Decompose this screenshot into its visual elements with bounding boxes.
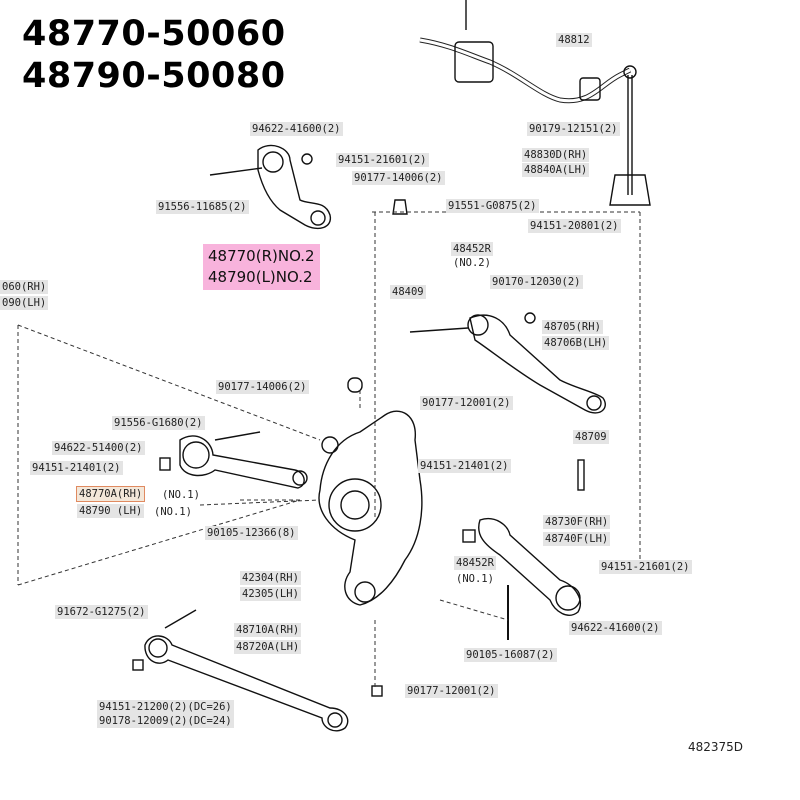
part-label: 42304(RH): [240, 571, 301, 585]
part-label: 48452R: [451, 242, 493, 256]
part-number-title-1: 48770-50060: [22, 14, 286, 54]
part-label: 42305(LH): [240, 587, 301, 601]
part-label: 90177-14006(2): [352, 171, 445, 185]
part-label: 090(LH): [0, 296, 49, 310]
part-label: 91556-11685(2): [156, 200, 249, 214]
part-label: (NO.2): [453, 257, 491, 269]
part-label: 90177-14006(2): [216, 380, 309, 394]
part-label: 94151-21401(2): [30, 461, 123, 475]
part-label: (NO.1): [154, 506, 192, 518]
part-label: 91556-G1680(2): [112, 416, 205, 430]
part-label: 91672-G1275(2): [55, 605, 148, 619]
part-label: 90105-12366(8): [205, 526, 298, 540]
part-label: 48705(RH): [542, 320, 603, 334]
part-label: 48710A(RH): [234, 623, 302, 637]
part-label: 48452R: [454, 556, 496, 570]
part-label: 94151-21401(2): [418, 459, 511, 473]
part-label: 48840A(LH): [522, 163, 590, 177]
part-label: 48830D(RH): [522, 148, 590, 162]
highlight-line-left: 48790(L)NO.2: [208, 268, 313, 286]
part-label: 48409: [390, 285, 426, 299]
highlighted-part-label: 48770(R)NO.2 48790(L)NO.2: [203, 244, 320, 290]
part-label: 48730F(RH): [543, 515, 611, 529]
part-label: 90178-12009(2)(DC=24): [97, 714, 234, 728]
part-label: 90177-12001(2): [405, 684, 498, 698]
part-label: 94151-21601(2): [336, 153, 429, 167]
part-label: 90177-12001(2): [420, 396, 513, 410]
part-label: 94151-20801(2): [528, 219, 621, 233]
part-label: 48740F(LH): [543, 532, 611, 546]
part-label: 90105-16087(2): [464, 648, 557, 662]
part-label: 060(RH): [0, 280, 49, 294]
part-label: 48790 (LH): [77, 504, 145, 518]
part-label: 48706B(LH): [542, 336, 610, 350]
part-label: 90170-12030(2): [490, 275, 583, 289]
illustration-code: 482375D: [688, 740, 744, 754]
part-label: (NO.1): [162, 489, 200, 501]
part-label: 48770A(RH): [75, 486, 146, 502]
part-label: 90179-12151(2): [527, 122, 620, 136]
part-label: 48720A(LH): [234, 640, 302, 654]
part-label: 48709: [573, 430, 609, 444]
part-label: 94622-41600(2): [569, 621, 662, 635]
part-label: 94151-21601(2): [599, 560, 692, 574]
part-label: 91551-G0875(2): [446, 199, 539, 213]
part-label: (NO.1): [456, 573, 494, 585]
highlight-line-right: 48770(R)NO.2: [208, 247, 315, 265]
part-label: 94622-41600(2): [250, 122, 343, 136]
part-label: 48812: [556, 33, 592, 47]
part-label: 94151-21200(2)(DC=26): [97, 700, 234, 714]
part-number-title-2: 48790-50080: [22, 56, 286, 96]
part-label: 94622-51400(2): [52, 441, 145, 455]
